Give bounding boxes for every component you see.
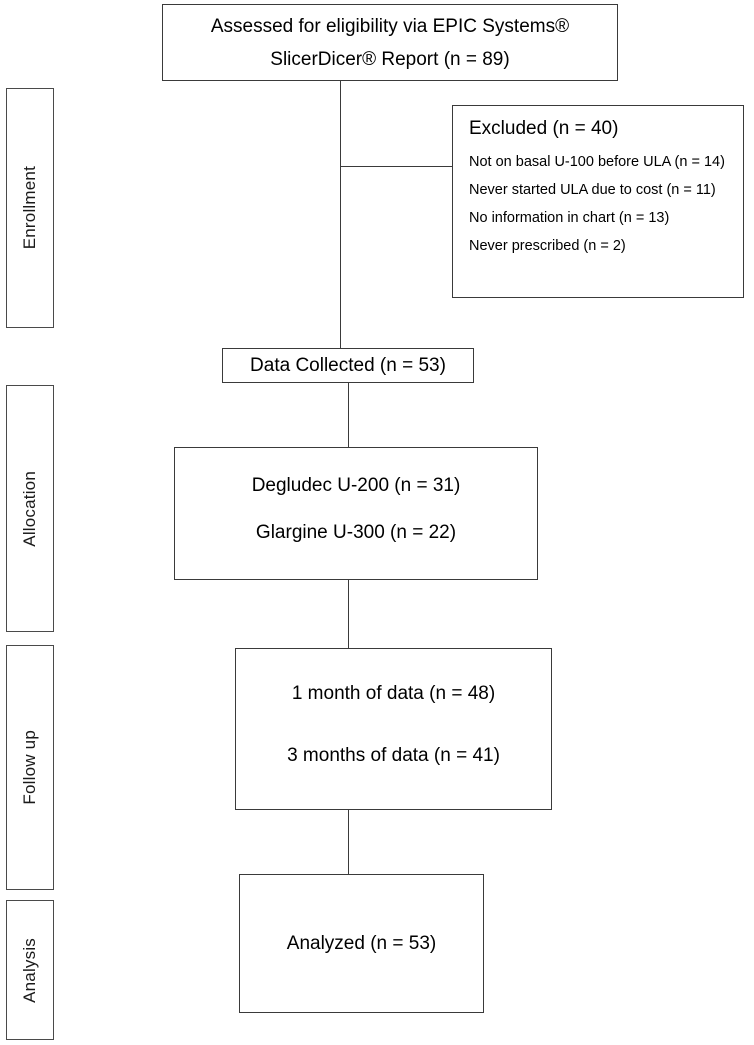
excluded-reason-never-started-due-to-cost: Never started ULA due to cost (n = 11)	[469, 182, 716, 198]
connector-assessed-to-data-collected	[340, 81, 341, 348]
stage-label-allocation-text: Allocation	[20, 470, 39, 547]
assessed-line-2: SlicerDicer® Report (n = 89)	[270, 48, 510, 70]
follow-up-1-month: 1 month of data (n = 48)	[291, 683, 496, 704]
node-assessed-for-eligibility: Assessed for eligibility via EPIC System…	[162, 4, 618, 81]
node-excluded: Excluded (n = 40) Not on basal U-100 bef…	[452, 105, 744, 298]
excluded-heading: Excluded (n = 40)	[469, 118, 619, 139]
stage-label-enrollment-text: Enrollment	[20, 166, 39, 250]
node-analyzed: Analyzed (n = 53)	[239, 874, 484, 1013]
connector-branch-to-excluded	[340, 166, 453, 167]
connector-follow-up-to-analysis	[348, 810, 349, 874]
analyzed-label: Analyzed (n = 53)	[286, 932, 437, 954]
connector-data-collected-to-allocation	[348, 383, 349, 447]
connector-allocation-to-follow-up	[348, 580, 349, 648]
stage-label-allocation: Allocation	[6, 385, 54, 632]
node-follow-up-data: 1 month of data (n = 48) 3 months of dat…	[235, 648, 552, 810]
stage-label-analysis-text: Analysis	[20, 937, 39, 1003]
stage-label-analysis: Analysis	[6, 900, 54, 1040]
excluded-reason-never-prescribed: Never prescribed (n = 2)	[469, 238, 626, 254]
node-allocation-arms: Degludec U-200 (n = 31) Glargine U-300 (…	[174, 447, 538, 580]
assessed-line-1: Assessed for eligibility via EPIC System…	[210, 15, 570, 37]
stage-label-enrollment: Enrollment	[6, 88, 54, 328]
allocation-arm-glargine: Glargine U-300 (n = 22)	[255, 522, 457, 544]
node-data-collected: Data Collected (n = 53)	[222, 348, 474, 383]
excluded-reason-no-information-in-chart: No information in chart (n = 13)	[469, 210, 670, 226]
allocation-arm-degludec: Degludec U-200 (n = 31)	[251, 474, 461, 496]
stage-label-follow-up: Follow up	[6, 645, 54, 890]
excluded-reason-not-on-basal: Not on basal U-100 before ULA (n = 14)	[469, 154, 725, 170]
data-collected-label: Data Collected (n = 53)	[250, 354, 446, 376]
stage-label-follow-up-text: Follow up	[20, 730, 39, 805]
follow-up-3-months: 3 months of data (n = 41)	[287, 745, 500, 766]
